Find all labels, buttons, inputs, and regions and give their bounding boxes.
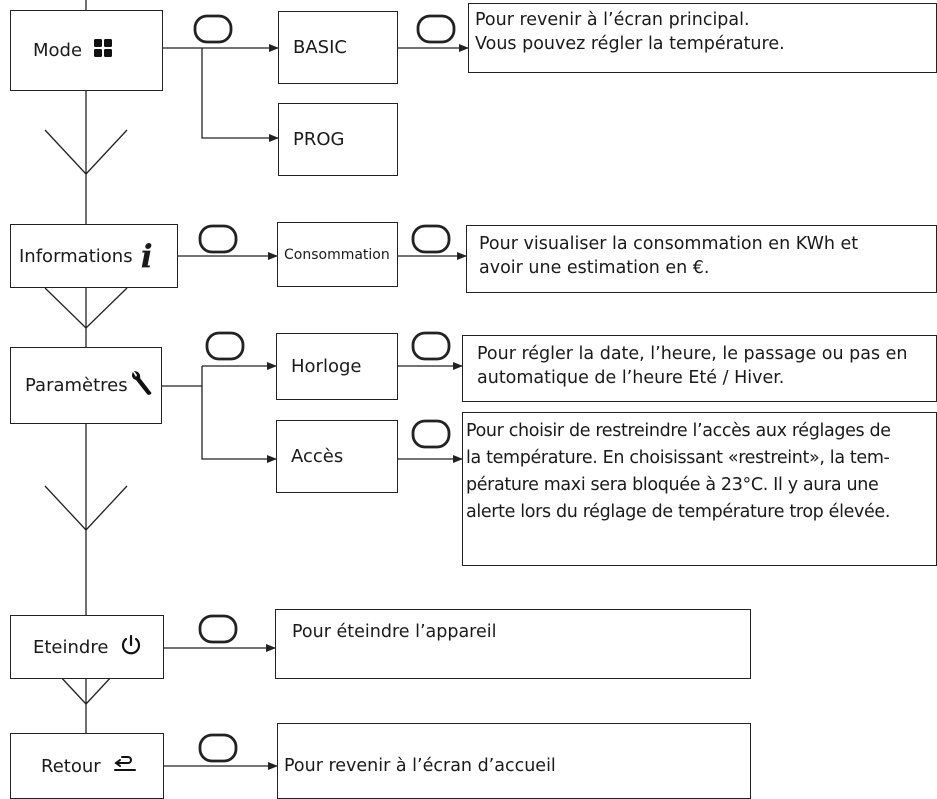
description-basic: Pour revenir à l’écran principal. Vous p… — [468, 3, 937, 73]
description-acces: Pour choisir de restreindre l’accès aux … — [462, 412, 937, 566]
description-line: Pour visualiser la consommation en KWh e… — [479, 234, 859, 254]
submenu-acces[interactable]: Accès — [276, 420, 398, 493]
submenu-label: PROG — [293, 129, 345, 150]
ok-button-symbol — [411, 419, 451, 449]
description-line: pérature maxi sera bloquée à 23°C. Il y … — [466, 475, 879, 495]
description-line: automatique de l’heure Eté / Hiver. — [477, 368, 785, 388]
submenu-prog[interactable]: PROG — [278, 103, 398, 176]
ok-button-symbol — [205, 331, 245, 361]
menu-item-label: Retour — [41, 755, 101, 777]
menu-item-mode[interactable]: Mode — [10, 10, 163, 91]
connector-line — [201, 366, 277, 463]
description-eteindre: Pour éteindre l’appareil — [275, 609, 751, 679]
description-line: Pour éteindre l’appareil — [292, 622, 497, 642]
ok-button-symbol — [411, 331, 451, 361]
wrench-icon — [130, 370, 154, 401]
down-chevron-icon — [44, 129, 128, 175]
description-line: Pour revenir à l’écran d’accueil — [284, 756, 556, 776]
menu-item-eteindre[interactable]: Eteindre — [10, 615, 164, 679]
menu-item-label: Eteindre — [33, 636, 109, 658]
menu-item-label: Paramètres — [25, 375, 128, 396]
menu-item-informations[interactable]: Informations i — [10, 224, 178, 288]
down-chevron-icon — [44, 287, 128, 329]
description-line: Pour régler la date, l’heure, le passage… — [477, 344, 908, 364]
connector-line — [201, 48, 279, 142]
ok-button-symbol — [411, 224, 451, 254]
description-consommation: Pour visualiser la consommation en KWh e… — [466, 225, 937, 293]
submenu-label: Horloge — [291, 356, 362, 377]
ok-button-symbol — [198, 614, 238, 644]
submenu-label: BASIC — [293, 37, 347, 58]
power-icon — [120, 634, 142, 661]
menu-item-label: Informations — [19, 245, 133, 267]
description-line: la température. En choisissant «restrein… — [466, 448, 890, 468]
submenu-label: Accès — [291, 446, 344, 467]
ok-button-symbol — [416, 14, 456, 44]
menu-item-parametres[interactable]: Paramètres — [10, 347, 162, 424]
submenu-basic[interactable]: BASIC — [278, 11, 398, 84]
ok-button-symbol — [193, 14, 233, 44]
return-icon — [113, 755, 137, 778]
grid-icon — [94, 39, 113, 62]
description-retour: Pour revenir à l’écran d’accueil — [277, 723, 751, 799]
description-line: alerte lors du réglage de température tr… — [466, 502, 891, 522]
info-icon: i — [140, 237, 153, 275]
description-line: Pour revenir à l’écran principal. — [475, 10, 750, 30]
submenu-consommation[interactable]: Consommation — [277, 222, 398, 287]
description-line: avoir une estimation en €. — [479, 258, 710, 278]
menu-item-label: Mode — [33, 40, 83, 61]
menu-item-retour[interactable]: Retour — [10, 733, 164, 799]
down-chevron-icon — [44, 485, 128, 531]
submenu-horloge[interactable]: Horloge — [276, 333, 398, 400]
description-line: Vous pouvez régler la température. — [475, 34, 785, 54]
description-horloge: Pour régler la date, l’heure, le passage… — [462, 335, 937, 402]
ok-button-symbol — [198, 224, 238, 254]
ok-button-symbol — [198, 733, 238, 763]
submenu-label: Consommation — [284, 246, 390, 263]
description-line: Pour choisir de restreindre l’accès aux … — [466, 421, 891, 441]
